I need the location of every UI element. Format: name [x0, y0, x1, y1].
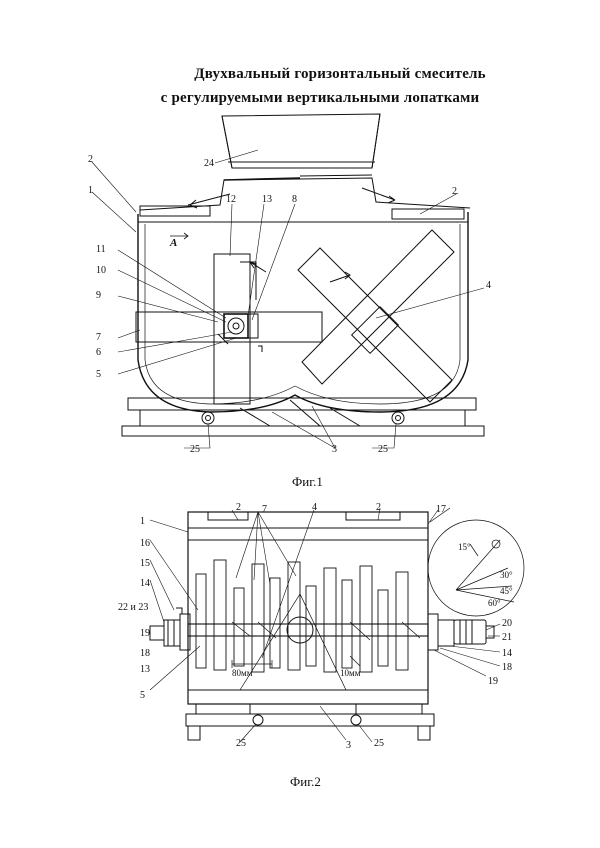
top-cover — [139, 177, 471, 211]
fig2-paddles — [195, 559, 409, 673]
fig2-labels: 1 2 2 17 7 4 16 15 14 22 и 23 19 18 13 5… — [118, 502, 513, 789]
fig1-label: 25 — [190, 444, 200, 455]
fig2-label: 7 — [262, 504, 267, 515]
fig2-label: 18 — [502, 662, 512, 673]
angle-detail — [427, 507, 525, 617]
dimension-10mm: 10мм — [340, 668, 361, 678]
fig2-label: 15 — [140, 558, 150, 569]
fig1-label: 2 — [452, 186, 457, 197]
fig2-caption: Фиг.2 — [290, 774, 321, 789]
fig2-label: 20 — [502, 618, 512, 629]
fig1-caption: Фиг.1 — [292, 474, 323, 489]
fig2-label: 13 — [140, 664, 150, 675]
fig1-label: 1 — [88, 185, 93, 196]
fig2-shaft — [187, 623, 429, 637]
hopper — [221, 113, 381, 169]
fig2-shaft-center — [286, 616, 314, 644]
fig2-body — [187, 511, 429, 705]
fig1-label: 4 — [486, 280, 491, 291]
drawing-title-line-2: с регулируемыми вертикальными лопатками — [160, 90, 480, 106]
fig2-label: 2 — [236, 502, 241, 513]
fig1-label: 5 — [96, 369, 101, 380]
fig1-label: 24 — [204, 158, 214, 169]
fig2-label: 5 — [140, 690, 145, 701]
left-bearing-assembly — [149, 607, 191, 651]
motor — [453, 619, 487, 645]
loading-port-right — [391, 208, 465, 220]
loading-port-left — [139, 205, 211, 217]
fig1-leader-lines — [91, 149, 485, 449]
dimension-80mm: 80мм — [232, 668, 253, 678]
drawing-title-line-1: Двухвальный горизонтальный смеситель — [194, 66, 486, 82]
angle-label: 45° — [500, 586, 513, 596]
right-blades — [297, 229, 455, 403]
angle-label: 30° — [500, 570, 513, 580]
fig2-label: 21 — [502, 632, 512, 643]
fig1-drawing — [91, 113, 485, 449]
fig2-label: 19 — [140, 628, 150, 639]
support-wheel-right — [391, 411, 405, 425]
fig1-label: 25 — [378, 444, 388, 455]
fig1-label: 12 — [226, 194, 236, 205]
fig1-label: 6 — [96, 347, 101, 358]
fig2-drawing — [149, 507, 525, 743]
fig2-label: 25 — [374, 738, 384, 749]
right-bearing-motor — [427, 613, 495, 651]
fig1-label: 2 — [88, 154, 93, 165]
mixer-body — [137, 212, 469, 413]
fig2-label: 18 — [140, 648, 150, 659]
fig2-label: 2 — [376, 502, 381, 513]
fig1-label: 11 — [96, 244, 106, 255]
support-wheel-left — [201, 411, 215, 425]
base-frame — [121, 397, 485, 437]
fig2-label: 3 — [346, 740, 351, 751]
fig1-label: 8 — [292, 194, 297, 205]
fig2-label: 16 — [140, 538, 150, 549]
fig2-label: 14 — [140, 578, 150, 589]
angle-label: 15° — [458, 542, 471, 552]
fig2-label: 25 — [236, 738, 246, 749]
fig1-label: 9 — [96, 290, 101, 301]
fig2-label: 4 — [312, 502, 317, 513]
fig1-label: 3 — [332, 444, 337, 455]
fig2-label: 17 — [436, 504, 446, 515]
fig1-label: 10 — [96, 265, 106, 276]
fig2-label: 14 — [502, 648, 512, 659]
angle-label: 60° — [488, 598, 501, 608]
fig1-label: 13 — [262, 194, 272, 205]
fig2-leader-lines — [149, 507, 501, 743]
fig1-labels: 24 2 2 1 12 13 8 11 10 9 7 6 5 4 25 25 3… — [88, 154, 491, 489]
fig2-label: 22 и 23 — [118, 602, 148, 613]
section-mark-a: А — [169, 237, 177, 249]
fig2-label: 1 — [140, 516, 145, 527]
fig2-label: 19 — [488, 676, 498, 687]
left-blades — [135, 253, 323, 405]
fig1-label: 7 — [96, 332, 101, 343]
